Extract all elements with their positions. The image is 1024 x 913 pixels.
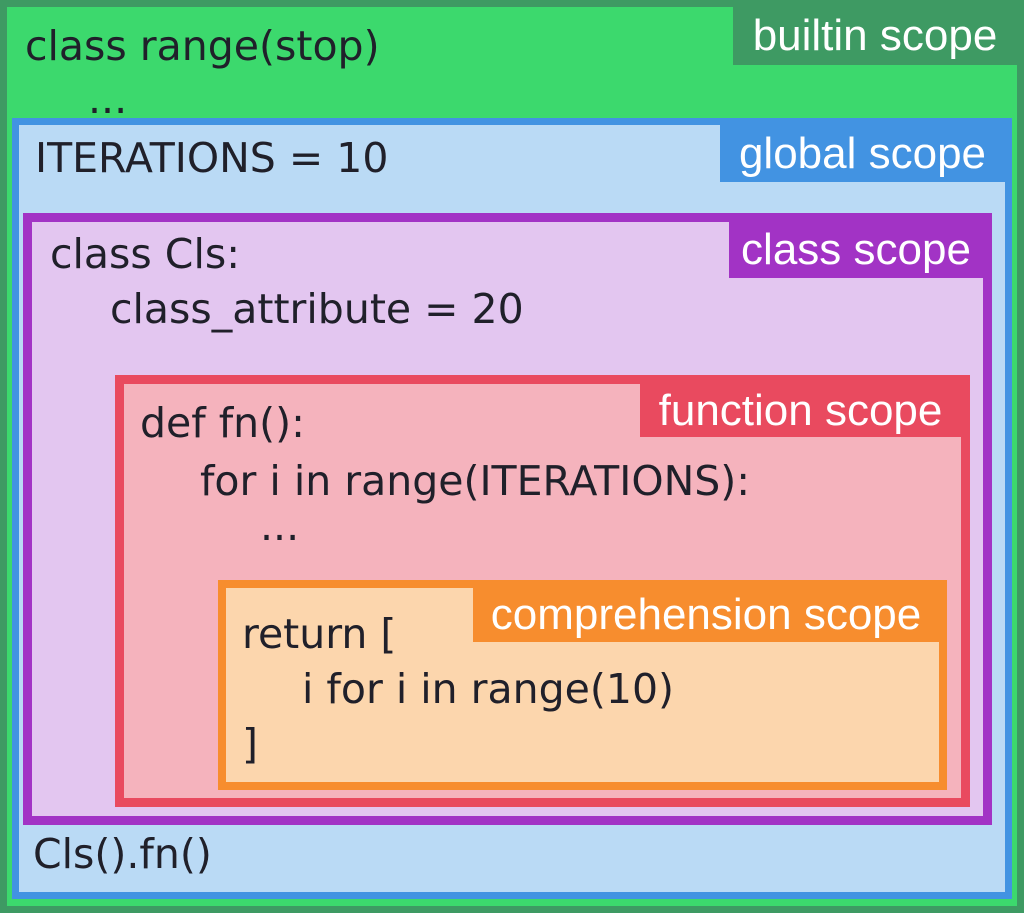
builtin-code-line-2: ... bbox=[88, 75, 128, 123]
class-scope-badge: class scope bbox=[729, 222, 983, 278]
comprehension-scope-box: comprehension scope return [ i for i in … bbox=[218, 580, 947, 790]
global-scope-badge: global scope bbox=[720, 125, 1005, 182]
class-code-line-1: class Cls: bbox=[50, 230, 241, 278]
class-scope-label: class scope bbox=[741, 225, 971, 274]
comprehension-code-line-3: ] bbox=[242, 720, 258, 768]
class-code-line-2: class_attribute = 20 bbox=[110, 285, 524, 333]
builtin-code-line-1: class range(stop) bbox=[25, 22, 380, 70]
function-scope-label: function scope bbox=[658, 385, 943, 435]
comprehension-code-line-1: return [ bbox=[242, 610, 397, 658]
function-scope-badge: function scope bbox=[640, 384, 961, 437]
function-code-line-1: def fn(): bbox=[140, 399, 305, 447]
function-code-line-2: for i in range(ITERATIONS): bbox=[200, 457, 751, 505]
comprehension-scope-badge: comprehension scope bbox=[473, 588, 939, 642]
global-scope-box: global scope ITERATIONS = 10 Cls().fn() … bbox=[12, 118, 1012, 899]
function-code-line-3: ... bbox=[260, 502, 300, 550]
comprehension-scope-label: comprehension scope bbox=[490, 590, 922, 639]
builtin-scope-badge: builtin scope bbox=[733, 7, 1017, 65]
builtin-scope-label: builtin scope bbox=[752, 11, 998, 60]
function-scope-box: function scope def fn(): for i in range(… bbox=[115, 375, 970, 807]
global-scope-label: global scope bbox=[738, 128, 987, 178]
comprehension-code-line-2: i for i in range(10) bbox=[302, 665, 675, 713]
global-code-footer: Cls().fn() bbox=[33, 830, 212, 878]
class-scope-box: class scope class Cls: class_attribute =… bbox=[23, 213, 992, 825]
global-code-line-1: ITERATIONS = 10 bbox=[35, 134, 389, 182]
